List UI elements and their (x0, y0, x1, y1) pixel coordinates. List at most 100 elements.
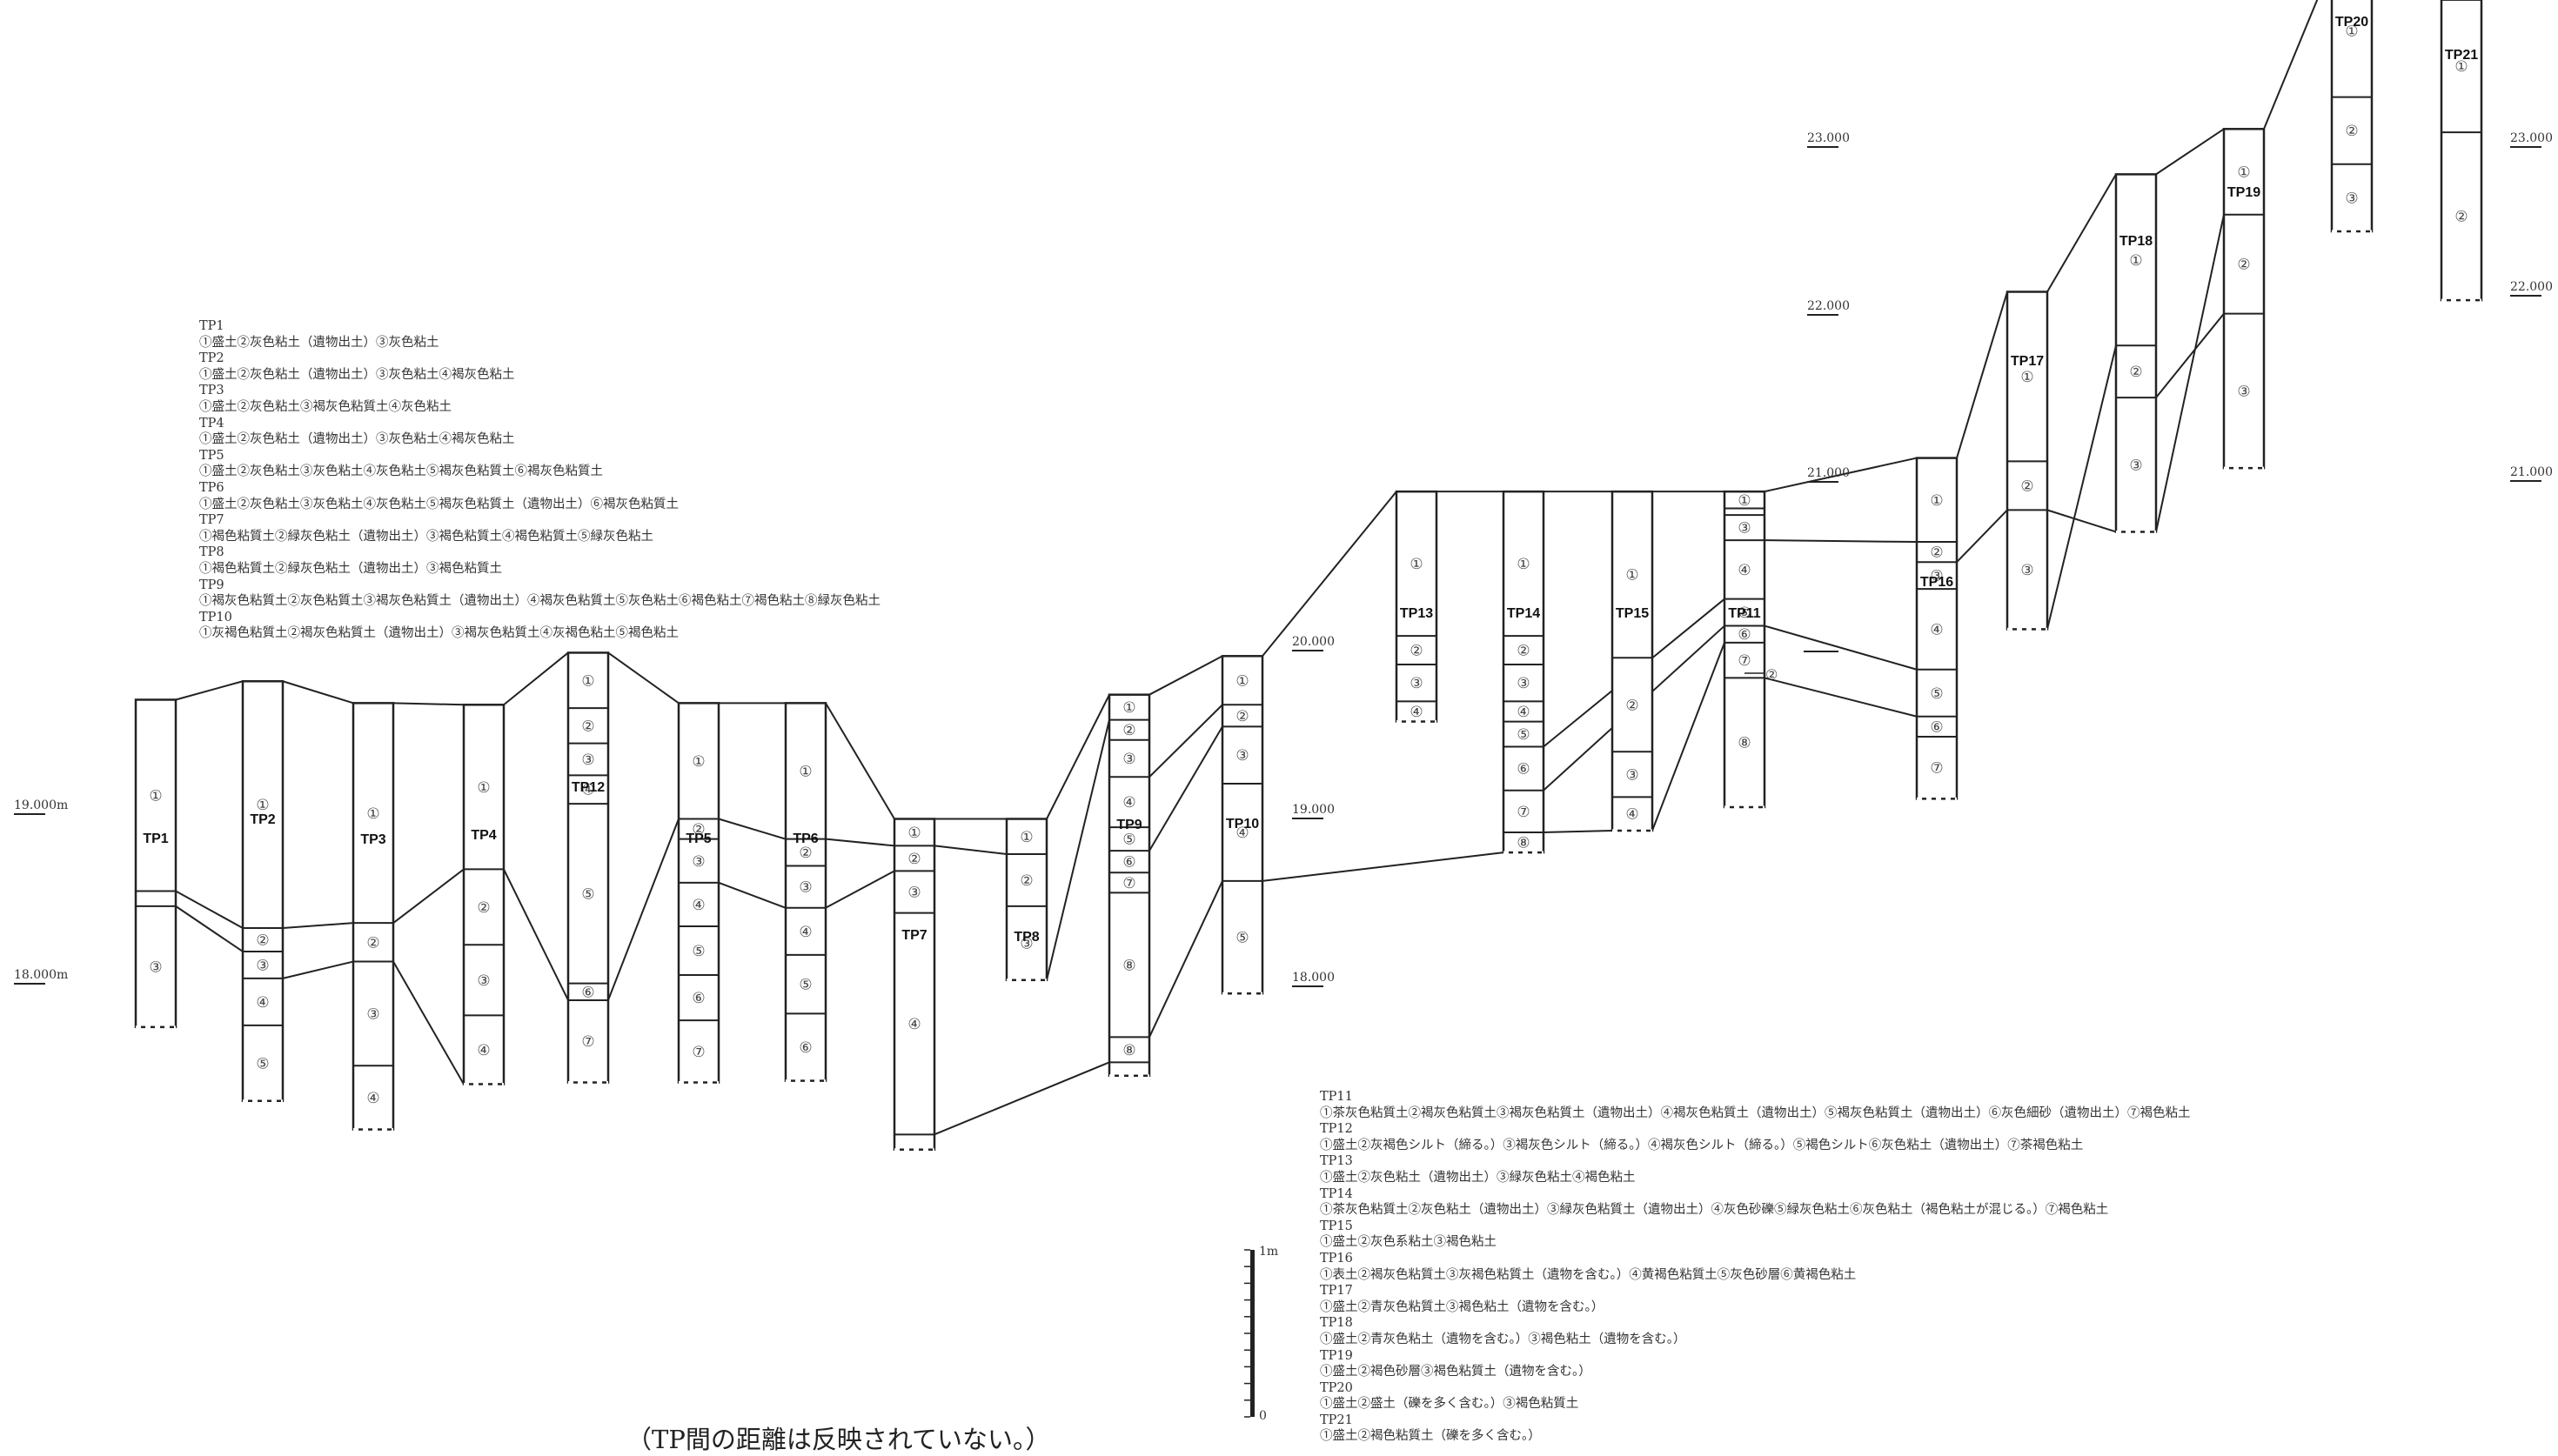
pit-column (352, 702, 395, 1131)
layer-number: ⑦ (1738, 652, 1751, 670)
layer-number: ③ (366, 1005, 379, 1023)
layer-number: ③ (256, 957, 269, 974)
connector-line (1046, 719, 1110, 981)
layer-number: ① (1738, 492, 1751, 510)
layer-number: ⑧ (1122, 1042, 1135, 1059)
pit-column (1502, 490, 1545, 854)
elevation-label: 20.000 (1292, 635, 1335, 649)
layer-number: ① (2129, 252, 2142, 270)
connector-line (392, 961, 465, 1085)
layer-number: ⑥ (1738, 626, 1751, 644)
layer-number: ④ (1235, 825, 1249, 842)
connector-line (1262, 852, 1504, 882)
layer-number: ② (2129, 364, 2142, 381)
pit-label: TP21 (2445, 48, 2478, 63)
connector-line (392, 868, 465, 924)
legend-pit-name: TP17 (1320, 1284, 1353, 1299)
scale-bar: 1m0 (1244, 1245, 1278, 1423)
layer-number: ⑤ (1738, 604, 1751, 622)
pit-label: TP2 (250, 812, 275, 827)
layer-number: ③ (1020, 935, 1033, 952)
layer-number: ① (1625, 567, 1638, 584)
legend-description: ①盛土②青灰色粘質土③褐色粘土（遺物を含む。） (1320, 1299, 1604, 1314)
legend-pit-name: TP5 (199, 448, 224, 463)
layer-number: ⑤ (799, 977, 812, 994)
layer-number: ③ (1930, 568, 1943, 585)
legend-pit-name: TP7 (199, 513, 224, 528)
elevation-label: 18.000 (1292, 971, 1335, 985)
legend-description: ①盛土②灰褐色シルト（締る。）③褐灰色シルト（締る。）④褐灰色シルト（締る。）⑤… (1320, 1138, 2084, 1152)
pit-label: TP17 (2011, 354, 2044, 369)
legend-pit-name: TP6 (199, 480, 224, 495)
elevation-mark: 19.000m (14, 798, 68, 815)
legend-pit-name: TP2 (199, 351, 224, 366)
pit-label: TP20 (2335, 15, 2368, 30)
legend-pit-name: TP4 (199, 416, 224, 431)
layer-number: ④ (366, 1090, 379, 1107)
layer-number: ④ (1738, 562, 1751, 579)
layer-number: ② (2345, 123, 2358, 140)
legend-description: ①表土②褐灰色粘質土③灰褐色粘質土（遺物を含む。）④黄褐色粘質土⑤灰色砂層⑥黄褐… (1320, 1267, 1857, 1282)
pit-label: TP18 (2119, 234, 2153, 249)
layer-number: ④ (907, 1016, 921, 1033)
elevation-label: 22.000 (2510, 280, 2553, 294)
layer-number: ② (1235, 708, 1249, 725)
pit-label: TP19 (2227, 185, 2260, 200)
layer-number: ⑤ (256, 1055, 269, 1072)
pit-column (1723, 490, 1766, 809)
elevation-mark: 20.000 (1292, 635, 1335, 651)
pit-column (1915, 457, 1959, 800)
pit-label: TP7 (901, 928, 927, 943)
connector-line (2155, 214, 2225, 532)
layer-number: ③ (1122, 751, 1135, 768)
connector-line (2155, 312, 2225, 398)
scale-label-top: 1m (1259, 1245, 1278, 1259)
connector-line (175, 905, 244, 952)
connector-line (175, 680, 244, 701)
test-pit-tp21: ① ② TP21 (2440, 0, 2483, 302)
legend-description: ①茶灰色粘質土②灰色粘土（遺物出土）③緑灰色粘質土（遺物出土）④灰色砂礫⑤緑灰色… (1320, 1203, 2109, 1218)
layer-number: ⑧ (1122, 957, 1135, 974)
elevation-label: 18.000m (14, 968, 68, 982)
layer-number: ② (2454, 209, 2468, 226)
connector-line (1148, 704, 1223, 778)
layer-number: ① (692, 753, 705, 771)
layer-number: ③ (477, 972, 490, 990)
layer-number: ② (2237, 257, 2250, 274)
legend-description: ①盛土②褐色粘質土（礫を多く含む。） (1320, 1429, 1541, 1444)
connector-line (718, 881, 787, 909)
layer-number: ① (581, 672, 594, 690)
pit-label: TP5 (686, 832, 711, 846)
connector-line (1262, 491, 1397, 657)
connector-line (1956, 291, 2008, 458)
connector-line (1148, 880, 1223, 1038)
pit-column (1221, 655, 1264, 995)
elevation-label: 22.000 (1807, 299, 1850, 313)
layer-number: ① (2454, 58, 2468, 76)
layer-number: ① (2237, 164, 2250, 181)
layer-number: ⑦ (1122, 875, 1135, 892)
elevation-mark: 21.000 (2510, 465, 2553, 482)
legend-description: ①盛土②灰色粘土（遺物出土）③灰色粘土 (199, 335, 439, 350)
connector-line (934, 845, 1008, 856)
layer-number: ③ (692, 853, 705, 871)
connector-line (825, 702, 895, 820)
pit-label: TP10 (1226, 817, 1259, 832)
layer-number: ③ (2237, 383, 2250, 400)
layer-number: ② (1410, 643, 1423, 660)
legend-description: ①盛土②褐色砂層③褐色粘質土（遺物を含む。） (1320, 1365, 1591, 1379)
layer-number: ② (1930, 544, 1943, 562)
layer-number: ⑥ (1517, 761, 1530, 778)
legend-pit-name: TP16 (1320, 1251, 1353, 1266)
layer-number: ④ (1122, 794, 1135, 811)
legend-pit-name: TP21 (1320, 1413, 1353, 1427)
connector-line (2263, 0, 2319, 130)
layer-number: ④ (1410, 704, 1423, 721)
